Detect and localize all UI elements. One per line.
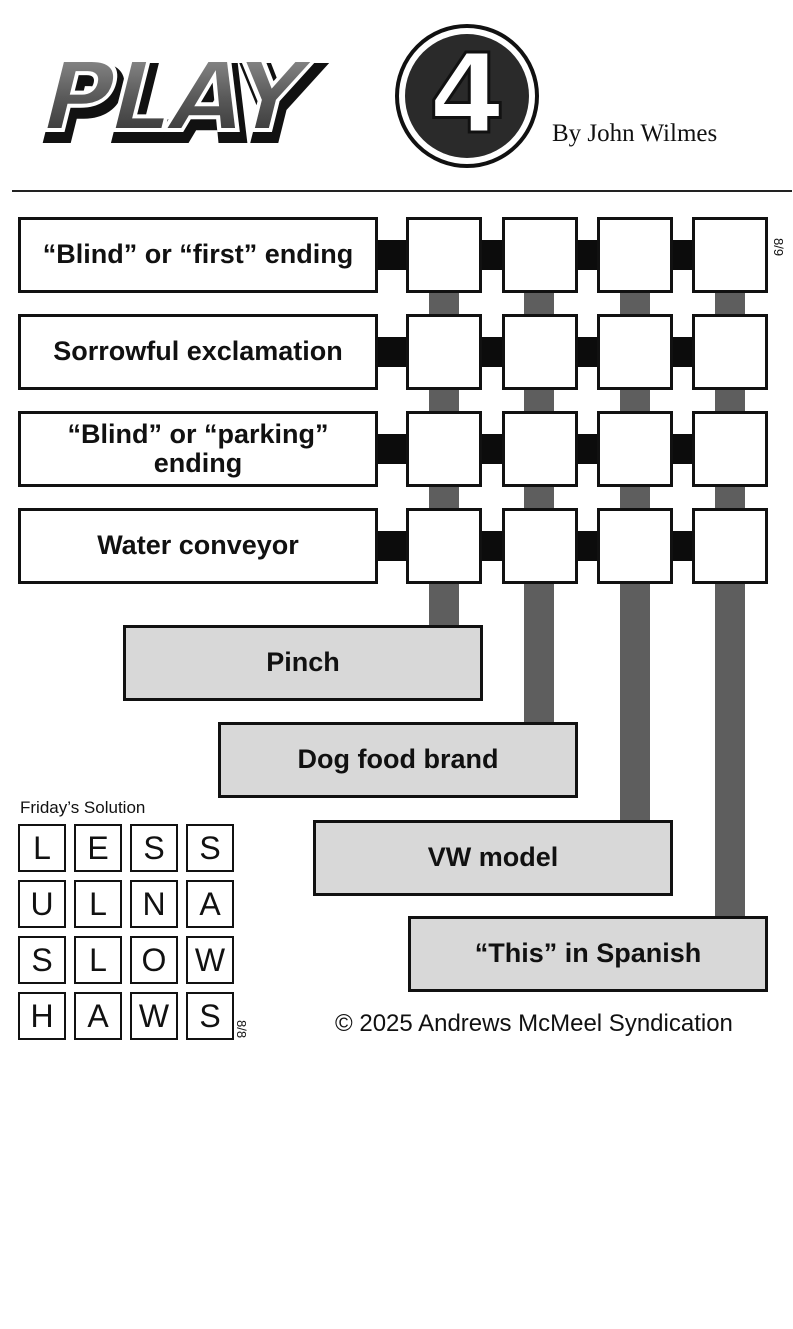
play4-logo: PLAY PLAY 4 <box>30 24 539 168</box>
answer-square-r3c4[interactable] <box>692 411 768 487</box>
answer-square-r1c4[interactable] <box>692 217 768 293</box>
answer-square-r1c3[interactable] <box>597 217 673 293</box>
answer-square-r4c4[interactable] <box>692 508 768 584</box>
down-clue-4: “This” in Spanish <box>408 916 768 992</box>
svg-text:PLAY: PLAY <box>30 41 319 152</box>
across-clue-2: Sorrowful exclamation <box>18 314 378 390</box>
answer-square-r4c2[interactable] <box>502 508 578 584</box>
solution-cell-r1c2: E <box>74 824 122 872</box>
across-clue-1: “Blind” or “first” ending <box>18 217 378 293</box>
solution-cell-r2c2: L <box>74 880 122 928</box>
solution-date: 8/8 <box>234 1020 249 1039</box>
down-clue-3: VW model <box>313 820 673 896</box>
solution-cell-r3c2: L <box>74 936 122 984</box>
byline: By John Wilmes <box>552 120 718 147</box>
answer-square-r3c1[interactable] <box>406 411 482 487</box>
answer-square-r1c1[interactable] <box>406 217 482 293</box>
solution-cell-r2c4: A <box>186 880 234 928</box>
copyright: © 2025 Andrews McMeel Syndication <box>335 1010 733 1037</box>
across-clue-3: “Blind” or “parking” ending <box>18 411 378 487</box>
solution-cell-r4c2: A <box>74 992 122 1040</box>
solution-cell-r2c1: U <box>18 880 66 928</box>
solution-cell-r4c1: H <box>18 992 66 1040</box>
solution-cell-r2c3: N <box>130 880 178 928</box>
answer-square-r4c3[interactable] <box>597 508 673 584</box>
answer-square-r1c2[interactable] <box>502 217 578 293</box>
solution-cell-r4c3: W <box>130 992 178 1040</box>
svg-text:4: 4 <box>429 30 506 158</box>
svg-text:PLAY: PLAY <box>34 49 323 160</box>
answer-square-r2c2[interactable] <box>502 314 578 390</box>
solution-cell-r3c1: S <box>18 936 66 984</box>
answer-square-r2c3[interactable] <box>597 314 673 390</box>
solution-cell-r3c3: O <box>130 936 178 984</box>
down-clue-2: Dog food brand <box>218 722 578 798</box>
down-connector-4 <box>715 292 745 919</box>
solution-cell-r1c3: S <box>130 824 178 872</box>
solution-cell-r4c4: S <box>186 992 234 1040</box>
header-divider <box>12 190 792 192</box>
answer-square-r2c4[interactable] <box>692 314 768 390</box>
puzzle-date: 8/9 <box>771 238 786 257</box>
solution-title: Friday’s Solution <box>20 798 146 817</box>
solution-cell-r1c1: L <box>18 824 66 872</box>
down-clue-1: Pinch <box>123 625 483 701</box>
answer-square-r2c1[interactable] <box>406 314 482 390</box>
across-clue-4: Water conveyor <box>18 508 378 584</box>
answer-square-r3c2[interactable] <box>502 411 578 487</box>
solution-cell-r1c4: S <box>186 824 234 872</box>
answer-square-r4c1[interactable] <box>406 508 482 584</box>
answer-square-r3c3[interactable] <box>597 411 673 487</box>
solution-cell-r3c4: W <box>186 936 234 984</box>
